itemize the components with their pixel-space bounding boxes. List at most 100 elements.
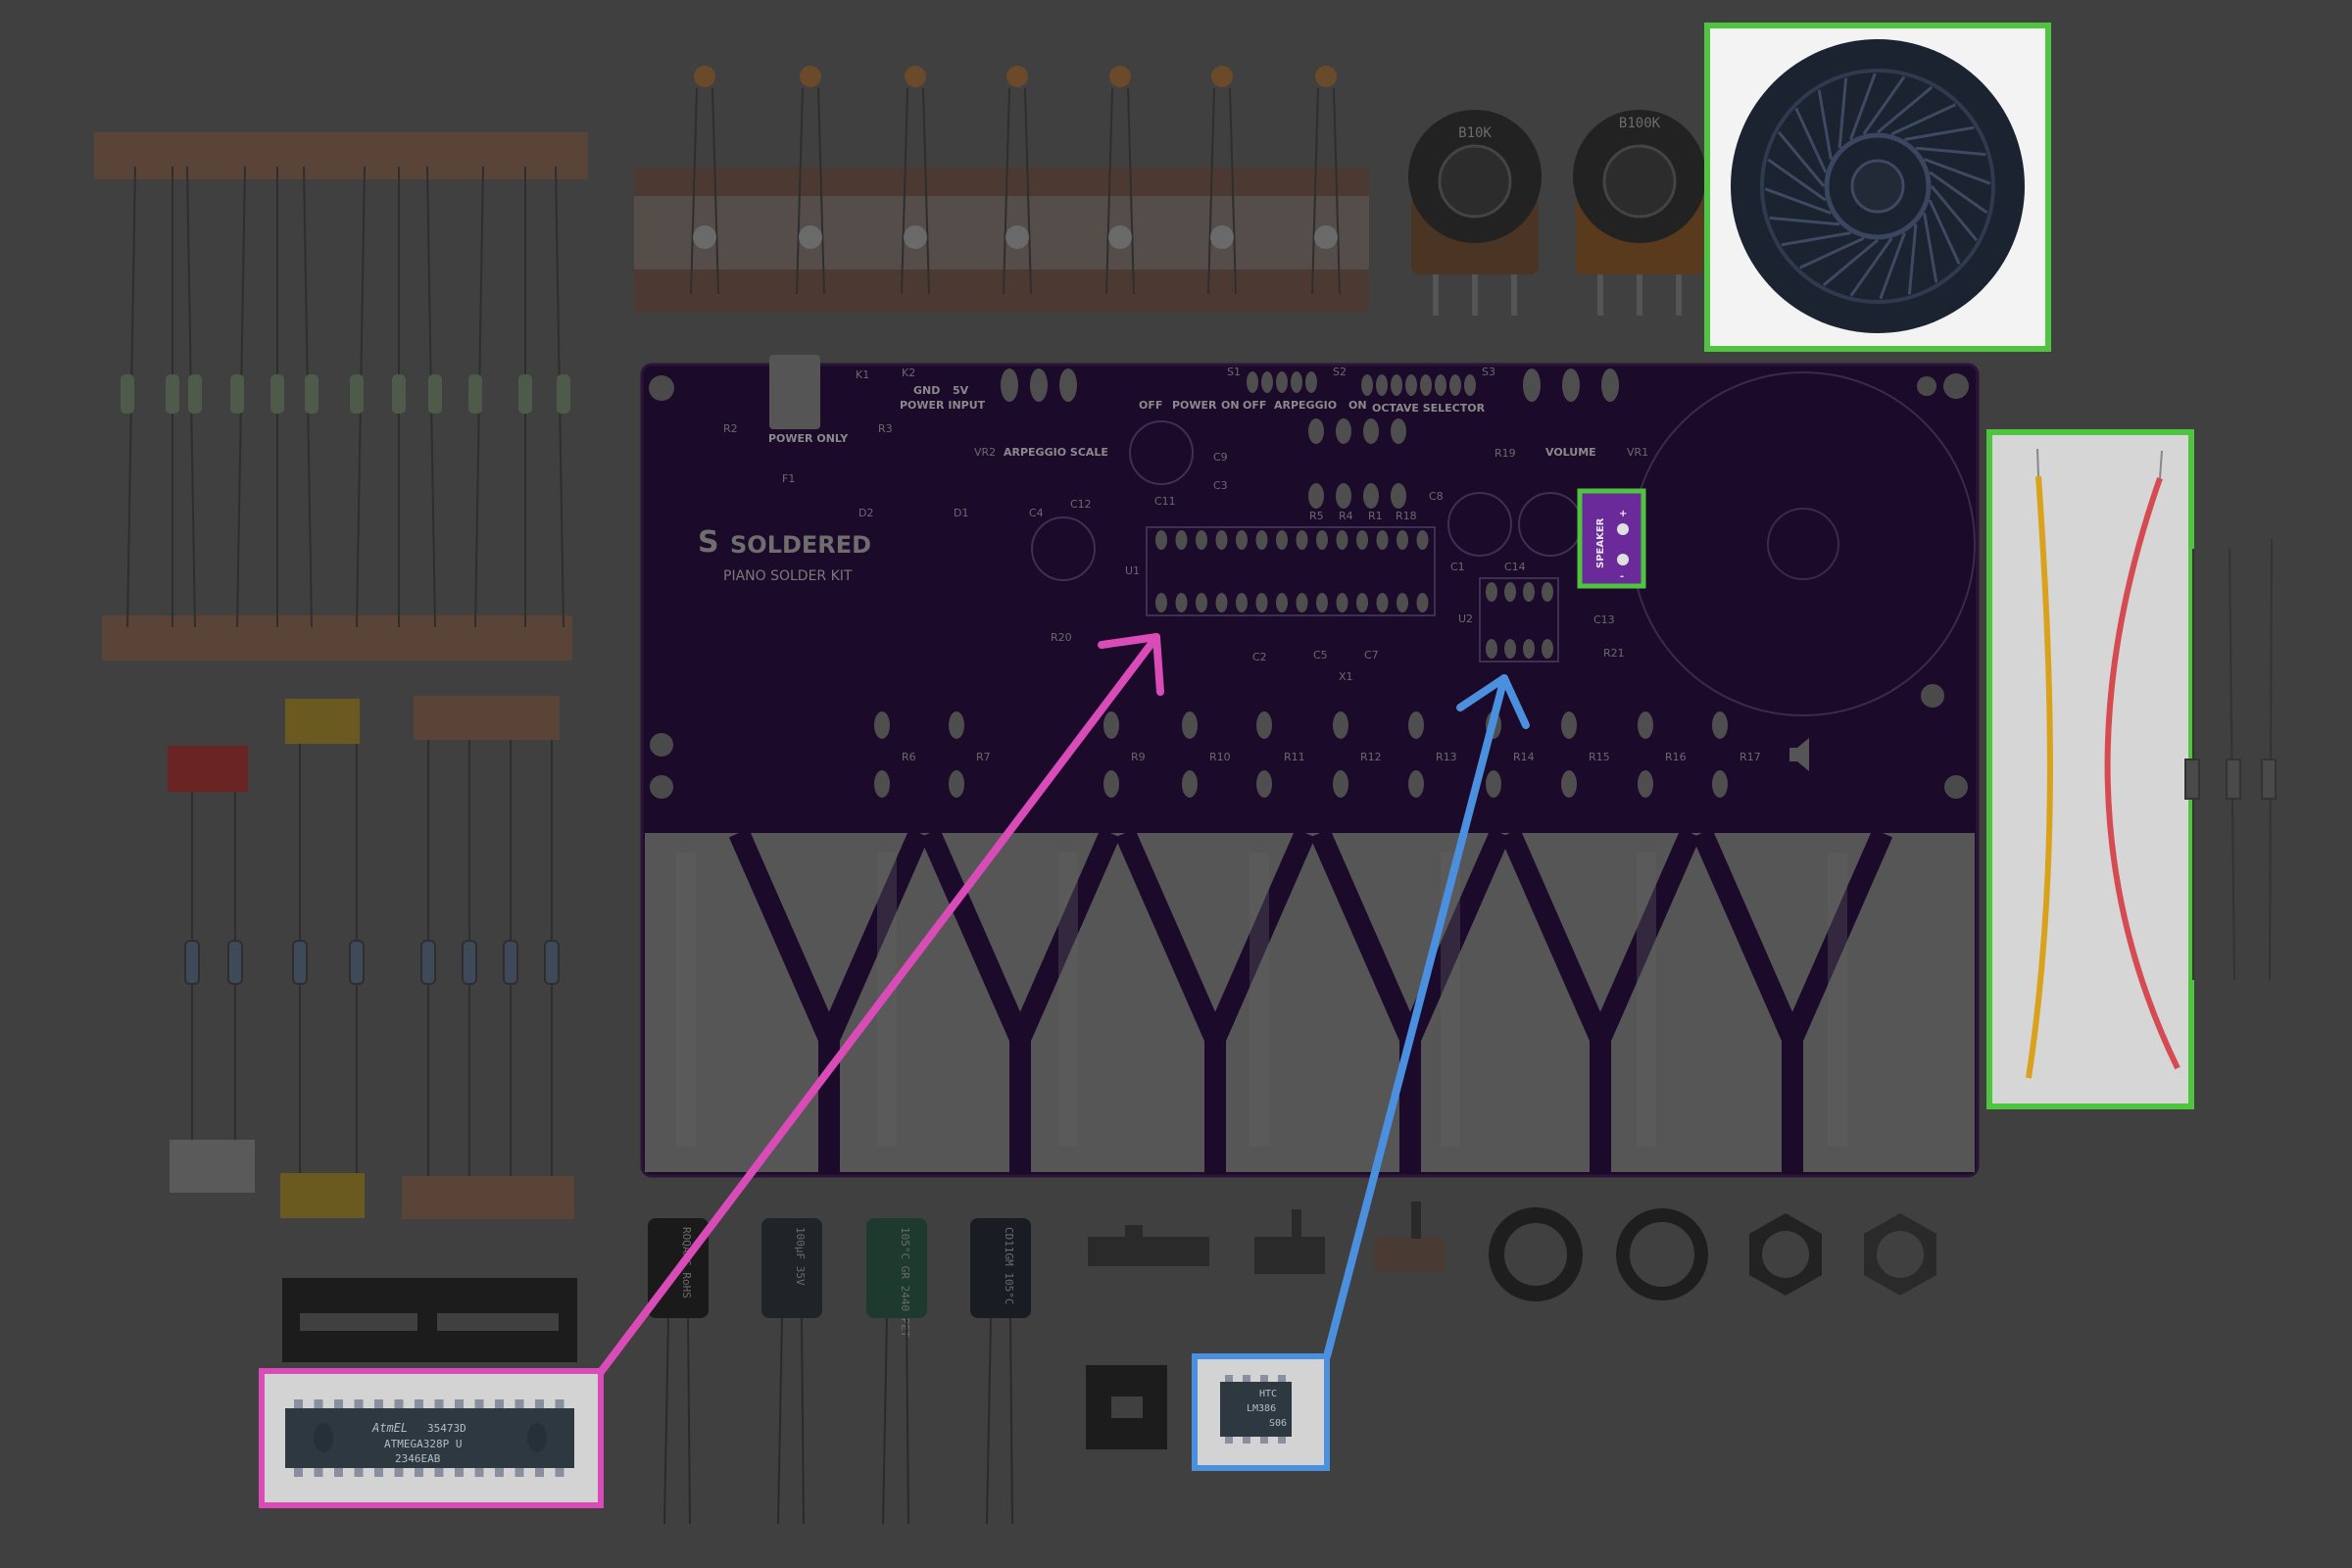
ceramic-capacitors xyxy=(690,66,1341,295)
pad xyxy=(1276,371,1288,393)
component-body xyxy=(462,940,477,985)
pin-pad xyxy=(1196,530,1207,550)
pin xyxy=(394,1467,404,1477)
label-power: POWER xyxy=(1172,399,1217,412)
pin-pad xyxy=(1542,582,1553,602)
chip-pins xyxy=(294,1399,564,1477)
product-name: PIANO SOLDER KIT xyxy=(723,568,853,584)
film-capacitors xyxy=(168,696,574,1219)
pad xyxy=(1363,483,1379,509)
key-shine xyxy=(1828,853,1847,1147)
pad xyxy=(1405,374,1417,396)
touch-keys xyxy=(676,828,1893,1174)
pin xyxy=(294,1467,303,1477)
mounting-holes xyxy=(649,373,1969,799)
ref-c13: C13 xyxy=(1593,613,1615,626)
pin-pad xyxy=(1336,593,1348,612)
capacitor-lead xyxy=(801,1317,805,1525)
ref-c12: C12 xyxy=(1070,498,1092,511)
speaker-cone-line xyxy=(1777,130,1826,187)
pin-pad xyxy=(1175,593,1188,612)
capacitor-lead xyxy=(711,87,719,295)
pin xyxy=(495,1399,504,1409)
pin xyxy=(354,1467,364,1477)
pin-pad xyxy=(1236,530,1248,550)
ref-c9: C9 xyxy=(1213,451,1228,464)
pad xyxy=(1391,374,1402,396)
capacitor-lead xyxy=(901,87,908,295)
pin xyxy=(434,1467,444,1477)
lm386-chip xyxy=(1220,1382,1292,1437)
pin-pad xyxy=(1175,530,1188,550)
capacitor-lead xyxy=(882,1317,888,1525)
speaker-cone-line xyxy=(1798,236,1865,270)
potentiometer-b10k: B10K xyxy=(1408,110,1542,316)
ref-key-resistor: R17 xyxy=(1740,751,1761,763)
key-shine xyxy=(676,853,696,1147)
resistor xyxy=(468,374,482,414)
pin xyxy=(514,1467,524,1477)
logo-s-icon: S xyxy=(698,525,719,560)
capacitor-marking: CD11GM 105°C xyxy=(1003,1227,1015,1304)
resistor xyxy=(305,374,318,414)
pad xyxy=(1449,374,1461,396)
pin-pad xyxy=(1376,593,1389,612)
ref-r5: R5 xyxy=(1309,510,1324,522)
tape-hole xyxy=(1210,225,1234,249)
pin-pad xyxy=(1396,530,1408,550)
label-volume: VOLUME xyxy=(1545,446,1596,459)
ref-k1: K1 xyxy=(856,368,869,381)
axial-components xyxy=(184,740,560,1176)
pad xyxy=(1638,770,1653,798)
speaker-cone-line xyxy=(1890,103,1957,136)
capacitor-lead xyxy=(1105,87,1113,295)
tape-hole xyxy=(799,225,822,249)
resistor xyxy=(188,374,202,414)
capacitor-lead xyxy=(1229,87,1237,295)
pin xyxy=(334,1399,343,1409)
ref-c2: C2 xyxy=(1252,651,1267,663)
speaker-cone-line xyxy=(1822,238,1879,287)
ref-c5: C5 xyxy=(1313,649,1328,662)
ref-s1: S1 xyxy=(1227,366,1241,378)
ref-r1: R1 xyxy=(1368,510,1383,522)
ref-k2: K2 xyxy=(902,367,915,379)
capacitor-marking: 105°C GR 2440 PET xyxy=(899,1227,911,1338)
speaker-symbol-icon xyxy=(1789,738,1809,771)
touch-keys-area xyxy=(645,833,1975,1172)
pin xyxy=(314,1467,323,1477)
component-body xyxy=(184,940,200,985)
pin-pad xyxy=(1155,530,1167,550)
pad xyxy=(1103,770,1119,798)
speaker-cone-line xyxy=(1838,77,1848,149)
resistor xyxy=(428,374,442,414)
speaker-cone-line xyxy=(1769,216,1840,226)
blue-arrow xyxy=(1323,674,1530,1360)
pad xyxy=(1408,770,1424,798)
pin xyxy=(555,1467,564,1477)
pad xyxy=(1308,483,1324,509)
ref-c8: C8 xyxy=(1429,490,1444,503)
label-power-only: POWER ONLY xyxy=(768,432,849,445)
label-off: OFF xyxy=(1139,399,1162,412)
ref-c14: C14 xyxy=(1504,561,1526,573)
ref-s3: S3 xyxy=(1482,366,1495,378)
pin-pad xyxy=(1504,639,1516,659)
ref-key-resistor: R16 xyxy=(1665,751,1687,763)
pin xyxy=(535,1399,544,1409)
ref-key-resistor: R7 xyxy=(976,751,991,763)
pot-label: B100K xyxy=(1619,116,1661,131)
magenta-arrow xyxy=(597,633,1164,1376)
tape-hole xyxy=(1108,225,1132,249)
pin-pad xyxy=(1336,530,1348,550)
speaker-cone-line xyxy=(1879,232,1906,300)
resistor xyxy=(350,374,364,414)
pin-pad xyxy=(1255,530,1268,550)
pin xyxy=(334,1467,343,1477)
pin-pad xyxy=(1376,530,1389,550)
capacitor-lead xyxy=(690,87,698,295)
pin-pad xyxy=(1316,593,1328,612)
ceramic-capacitor xyxy=(905,66,926,87)
ic-socket-28pin xyxy=(282,1278,577,1362)
red-wire xyxy=(2104,477,2180,1070)
